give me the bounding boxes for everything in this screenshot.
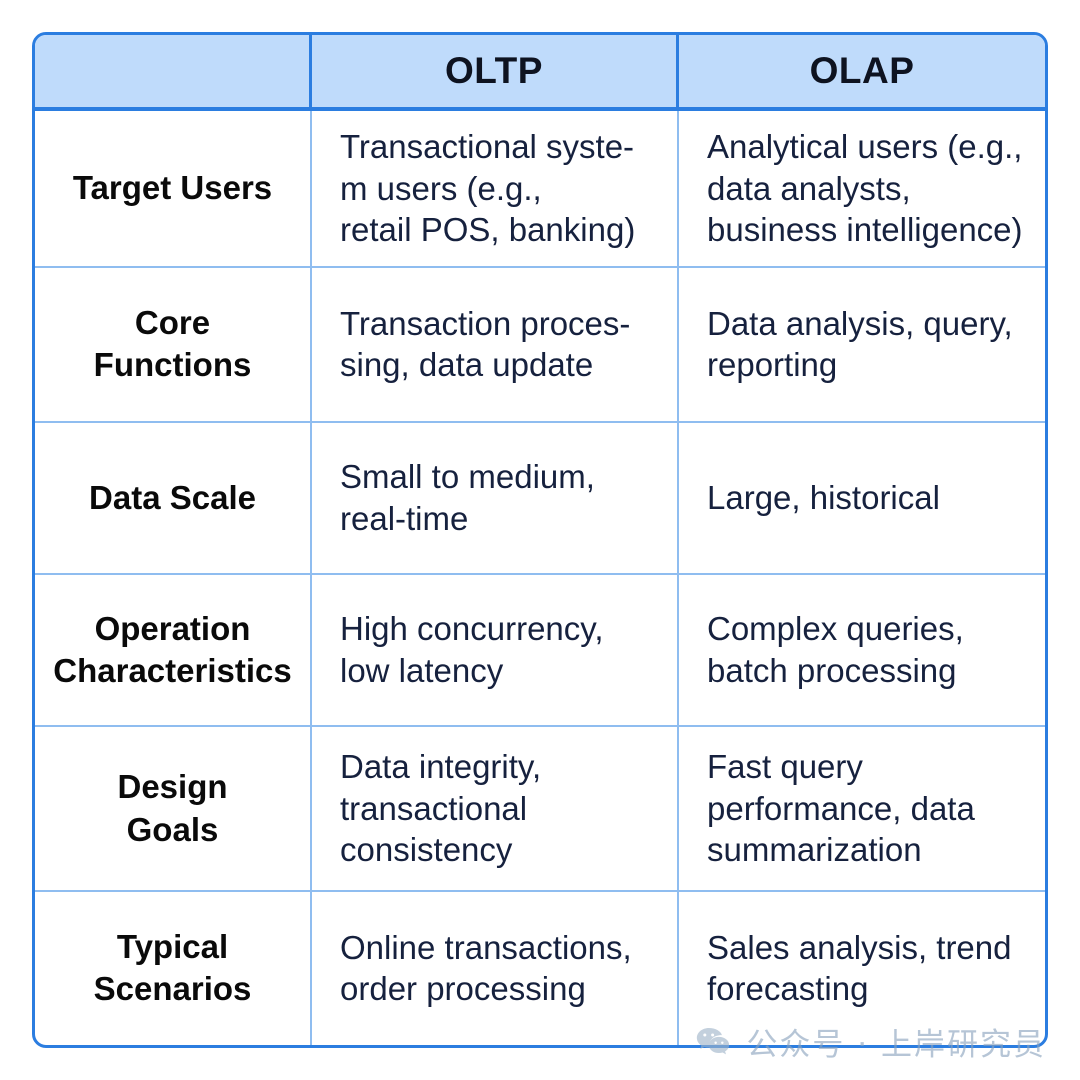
cell-text-olap-core-functions: Data analysis, query, reporting <box>707 304 1013 384</box>
header-cell-olap: OLAP <box>679 35 1045 107</box>
cell-text-olap-data-scale: Large, historical <box>707 479 940 517</box>
cell-olap: Complex queries, batch processing <box>679 575 1045 725</box>
row-label-core-functions: Core Functions <box>93 304 252 384</box>
row-label-target-users: Target Users <box>72 169 273 207</box>
table-row: Typical Scenarios Online transactions, o… <box>35 891 1045 1045</box>
table-row: Operation Characteristics High concurren… <box>35 575 1045 728</box>
table-row: Design Goals Data integrity, transaction… <box>35 727 1045 892</box>
cell-olap: Data analysis, query, reporting <box>679 268 1045 421</box>
cell-olap: Fast query performance, data summarizati… <box>679 727 1045 890</box>
cell-text-olap-target-users: Analytical users (e.g., data analysts, b… <box>707 127 1023 249</box>
table-row: Target Users Transactional syste- m user… <box>35 111 1045 268</box>
cell-text-oltp-operation-characteristics: High concurrency, low latency <box>340 610 604 690</box>
row-label-design-goals: Design Goals <box>117 768 228 848</box>
cell-oltp: High concurrency, low latency <box>312 575 679 726</box>
oltp-olap-comparison-table: OLTP OLAP Target Users Transactional sys… <box>32 32 1048 1048</box>
row-label-cell: Operation Characteristics <box>35 575 312 726</box>
cell-text-oltp-data-scale: Small to medium, real-time <box>340 458 595 538</box>
cell-text-oltp-core-functions: Transaction proces- sing, data update <box>340 304 631 384</box>
header-label-olap: OLAP <box>809 50 915 91</box>
cell-olap: Large, historical <box>679 423 1045 573</box>
cell-oltp: Online transactions, order processing <box>312 891 679 1045</box>
row-label-cell: Design Goals <box>35 727 312 890</box>
row-label-operation-characteristics: Operation Characteristics <box>53 609 292 690</box>
row-label-cell: Target Users <box>35 111 312 266</box>
cell-text-oltp-design-goals: Data integrity, transactional consistenc… <box>340 747 542 869</box>
header-cell-blank <box>35 35 312 107</box>
cell-text-olap-operation-characteristics: Complex queries, batch processing <box>707 610 964 690</box>
cell-oltp: Transactional syste- m users (e.g., reta… <box>312 111 679 266</box>
row-label-data-scale: Data Scale <box>89 478 256 516</box>
cell-text-oltp-typical-scenarios: Online transactions, order processing <box>340 928 632 1008</box>
cell-olap: Sales analysis, trend forecasting <box>679 892 1045 1045</box>
table-row: Data Scale Small to medium, real-time La… <box>35 423 1045 576</box>
row-label-cell: Core Functions <box>35 267 312 421</box>
row-label-typical-scenarios: Typical Scenarios <box>93 928 252 1008</box>
cell-text-olap-typical-scenarios: Sales analysis, trend forecasting <box>707 928 1012 1008</box>
cell-text-oltp-target-users: Transactional syste- m users (e.g., reta… <box>340 127 636 249</box>
cell-oltp: Data integrity, transactional consistenc… <box>312 727 679 890</box>
header-label-oltp: OLTP <box>445 50 543 91</box>
row-label-cell: Data Scale <box>35 423 312 574</box>
cell-olap: Analytical users (e.g., data analysts, b… <box>679 111 1045 266</box>
table-row: Core Functions Transaction proces- sing,… <box>35 267 1045 423</box>
cell-oltp: Small to medium, real-time <box>312 423 679 574</box>
row-label-cell: Typical Scenarios <box>35 891 312 1045</box>
table-header-row: OLTP OLAP <box>35 35 1045 111</box>
header-cell-oltp: OLTP <box>312 35 679 107</box>
cell-oltp: Transaction proces- sing, data update <box>312 267 679 421</box>
cell-text-olap-design-goals: Fast query performance, data summarizati… <box>707 747 975 869</box>
